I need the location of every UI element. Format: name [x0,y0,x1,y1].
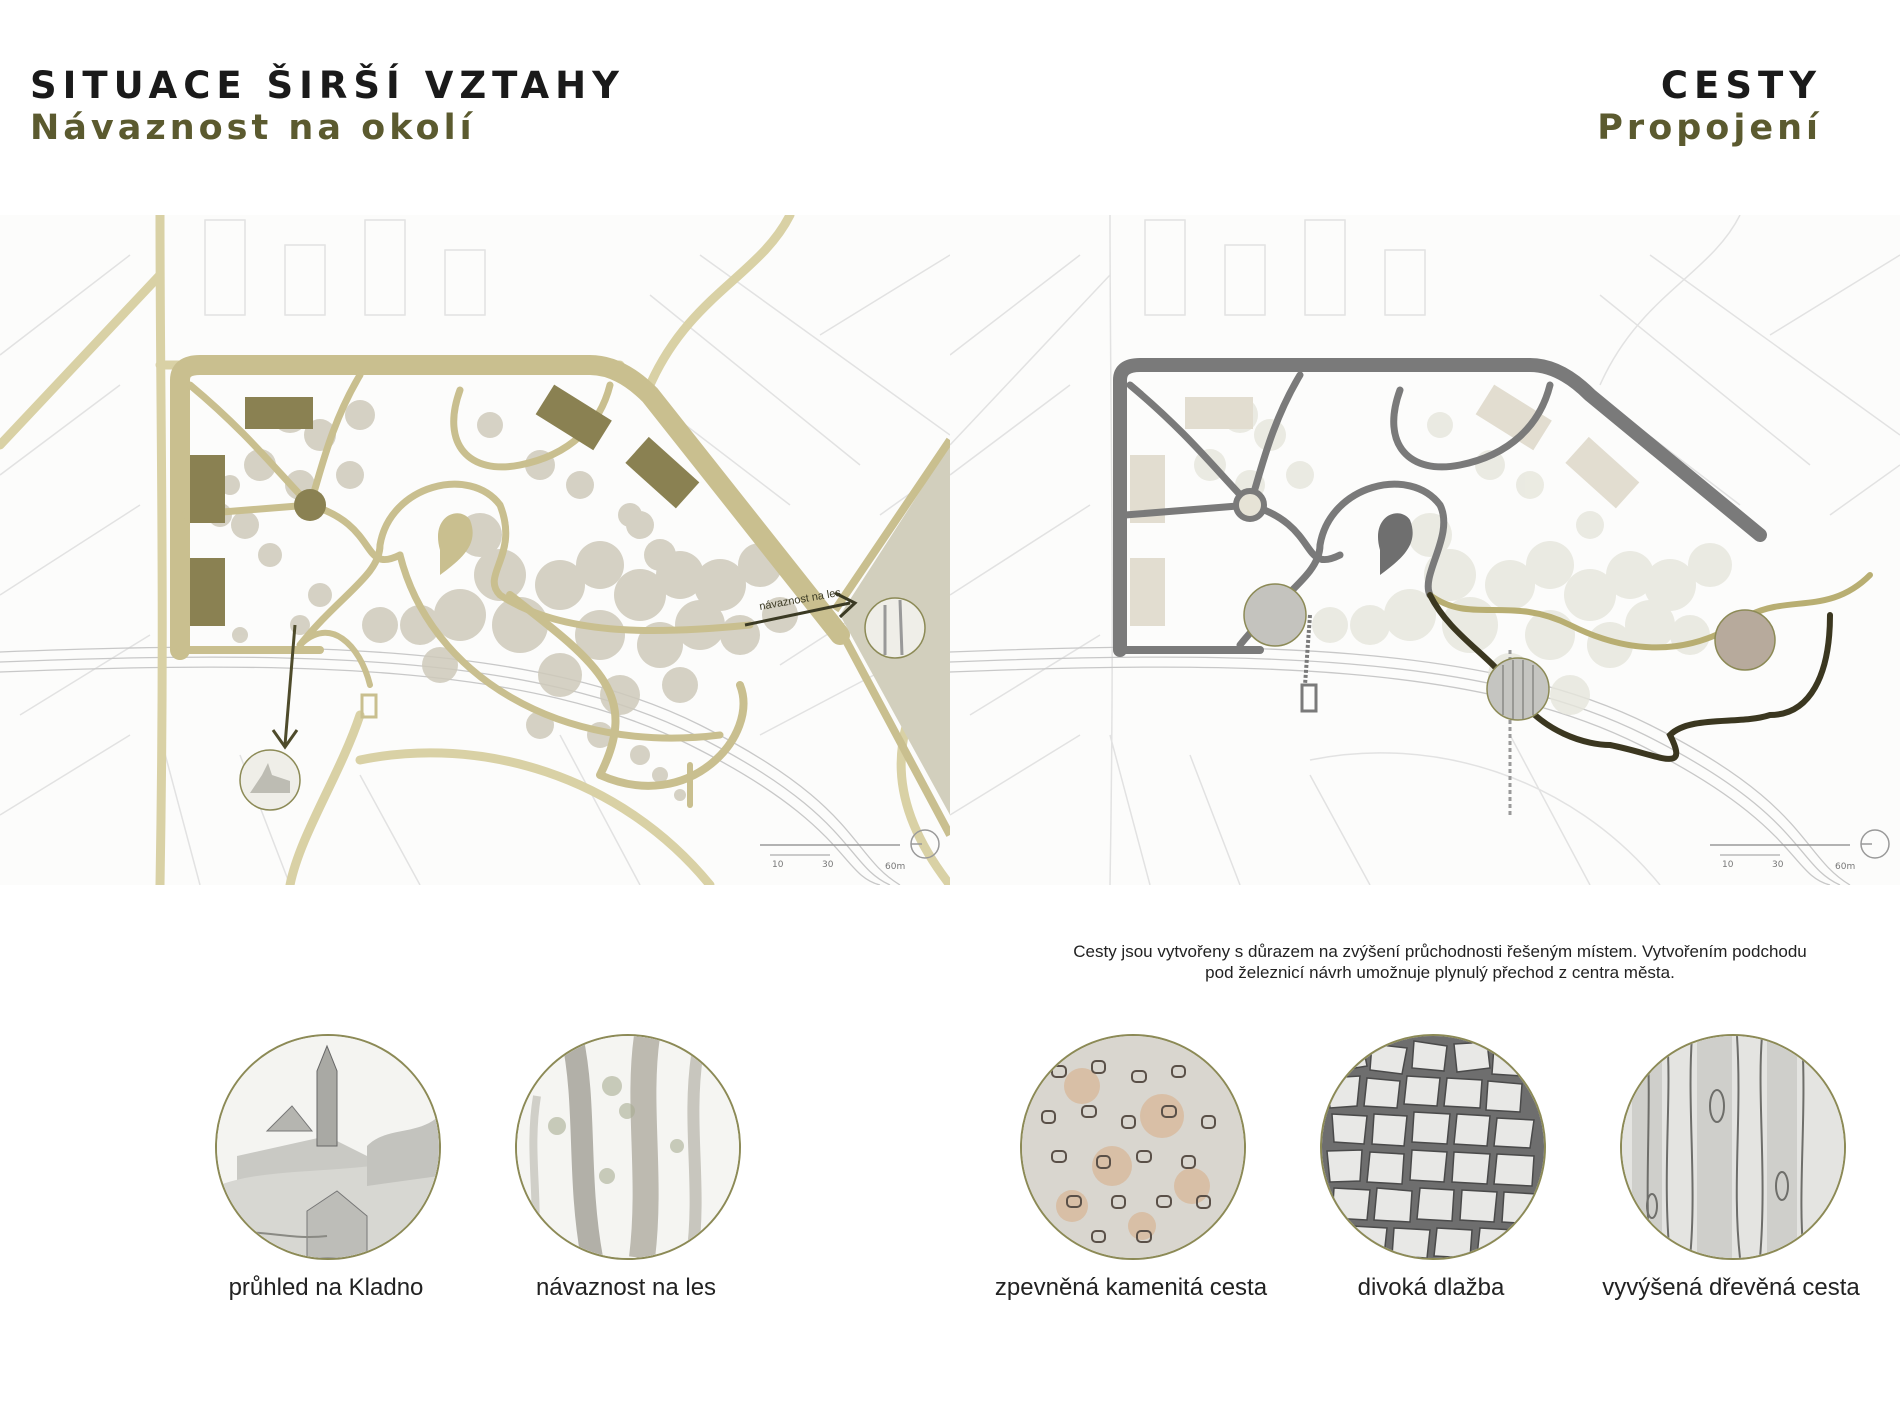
caption-dlazba: divoká dlažba [1357,1274,1505,1301]
left-subtitle: Návaznost na okolí [30,108,476,148]
background-streets [950,215,1900,885]
grey-paths [1113,358,1767,657]
description-line-2: pod železnicí návrh umožnuje plynulý pře… [1205,963,1675,982]
pond [1377,513,1413,575]
sketch-kladno [215,1034,441,1260]
left-map: návaznost na les 10 30 60m [0,215,950,885]
underpass [1300,683,1318,713]
park-paths [170,355,850,808]
caption-kamenita: zpevněná kamenitá cesta [994,1274,1268,1301]
scale-bar: 10 30 60m [1710,829,1890,872]
pond [437,513,473,575]
paths-description: Cesty jsou vytvořeny s důrazem na zvýšen… [1000,941,1880,983]
left-title: SITUACE ŠIRŠÍ VZTAHY [30,64,625,107]
texture-kamenita [1020,1034,1246,1260]
right-title: CESTY [1660,64,1822,107]
path-olive [1427,572,1873,651]
map-thumb-les [864,597,926,659]
caption-drevena: vyvýšená dřevěná cesta [1602,1274,1860,1301]
buildings [190,384,700,626]
scale-label-30: 30 [822,860,834,870]
scale-label-30: 30 [1772,860,1784,870]
trees [208,397,798,801]
caption-les: návaznost na les [535,1274,717,1301]
view-arrow-les [744,591,858,627]
scale-label-10: 10 [772,860,784,870]
view-arrow-kladno [271,624,299,750]
sketch-les [515,1034,741,1260]
scale-bar: 10 30 60m [760,829,940,872]
trees [1194,397,1732,715]
scale-label-10: 10 [1722,860,1734,870]
texture-dlazba [1320,1034,1546,1260]
map-thumb-kamenita [1714,609,1776,671]
texture-drevena [1620,1034,1846,1260]
right-subtitle: Propojení [1597,108,1822,148]
scale-label-60: 60m [1835,862,1855,872]
right-map: 10 30 60m [950,215,1900,885]
map-thumb-drevena [1486,657,1550,721]
map-thumb-dlazba [1243,583,1307,647]
description-line-1: Cesty jsou vytvořeny s důrazem na zvýšen… [1073,942,1807,961]
underpass [360,693,378,719]
caption-kladno: průhled na Kladno [228,1274,424,1301]
scale-label-60: 60m [885,862,905,872]
